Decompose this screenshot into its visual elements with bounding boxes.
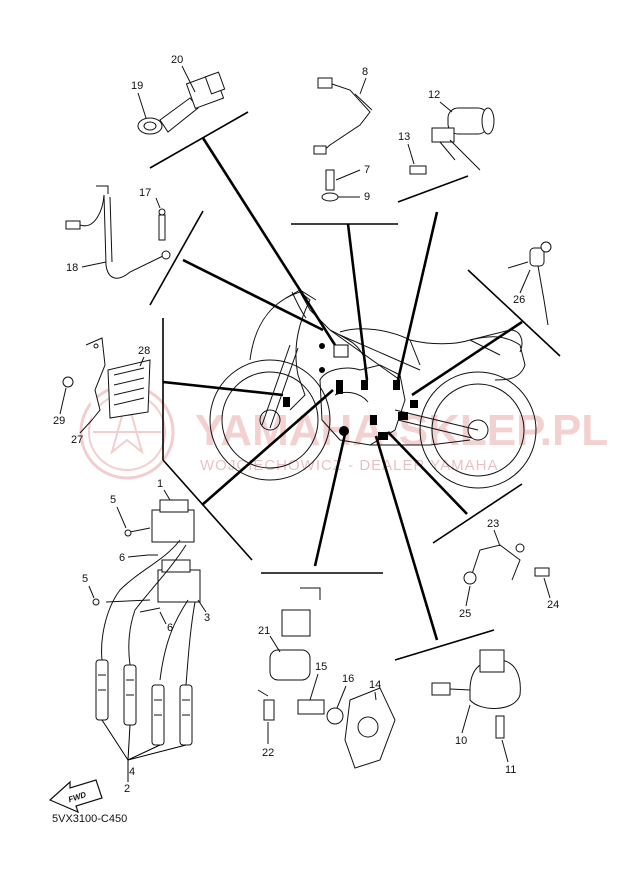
callout-6b: 6 (167, 622, 173, 634)
part-18-lead-wire (65, 185, 171, 279)
part-10-sensor (431, 649, 521, 739)
callout-2: 2 (124, 783, 130, 795)
part-28-regulator (62, 337, 151, 421)
diagram-code: 5VX3100-C450 (52, 813, 127, 825)
callout-3: 3 (204, 612, 210, 624)
callout-5b: 5 (82, 573, 88, 585)
callout-8: 8 (362, 66, 368, 78)
callout-brackets (149, 111, 561, 661)
callout-16: 16 (342, 673, 354, 685)
part-8-sensor-lead (313, 77, 373, 202)
callout-28: 28 (138, 345, 150, 357)
callout-19: 19 (131, 80, 143, 92)
callout-18: 18 (66, 262, 78, 274)
callout-6a: 6 (119, 552, 125, 564)
part-26-switch (507, 241, 552, 326)
plug-cap-bracket (101, 719, 187, 782)
callout-27: 27 (71, 434, 83, 446)
callout-23: 23 (487, 518, 499, 530)
callout-12: 12 (428, 89, 440, 101)
callout-15: 15 (315, 661, 327, 673)
callout-1: 1 (157, 478, 163, 490)
callout-24: 24 (547, 599, 559, 611)
callout-17: 17 (139, 187, 151, 199)
callout-5a: 5 (110, 494, 116, 506)
watermark-line2: WOJCIECHOWICZ - DEALER YAMAHA (200, 457, 498, 474)
callout-7: 7 (364, 164, 370, 176)
callout-14: 14 (369, 679, 381, 691)
callout-11: 11 (505, 764, 516, 776)
part-21-pickup-coil (257, 587, 396, 769)
callout-22: 22 (262, 747, 274, 759)
callout-25: 25 (459, 608, 471, 620)
part-1-ignition-coil (92, 499, 201, 746)
callout-21: 21 (258, 625, 270, 637)
part-23-sensor (463, 543, 550, 585)
motorcycle-highlight-marks (283, 343, 418, 440)
callout-4: 4 (129, 766, 135, 778)
callout-10: 10 (455, 735, 467, 747)
callout-labels: 20 19 8 7 9 12 13 17 18 26 28 29 27 1 5 … (53, 54, 559, 795)
callout-20: 20 (171, 54, 183, 66)
part-20-sensor (137, 71, 226, 135)
leader-lines (162, 137, 523, 641)
callout-13: 13 (398, 131, 410, 143)
callout-9: 9 (364, 191, 370, 203)
part-12-solenoid (409, 107, 495, 175)
callout-26: 26 (513, 294, 525, 306)
callout-29: 29 (53, 415, 65, 427)
fwd-arrow-icon: FWD (48, 779, 103, 814)
